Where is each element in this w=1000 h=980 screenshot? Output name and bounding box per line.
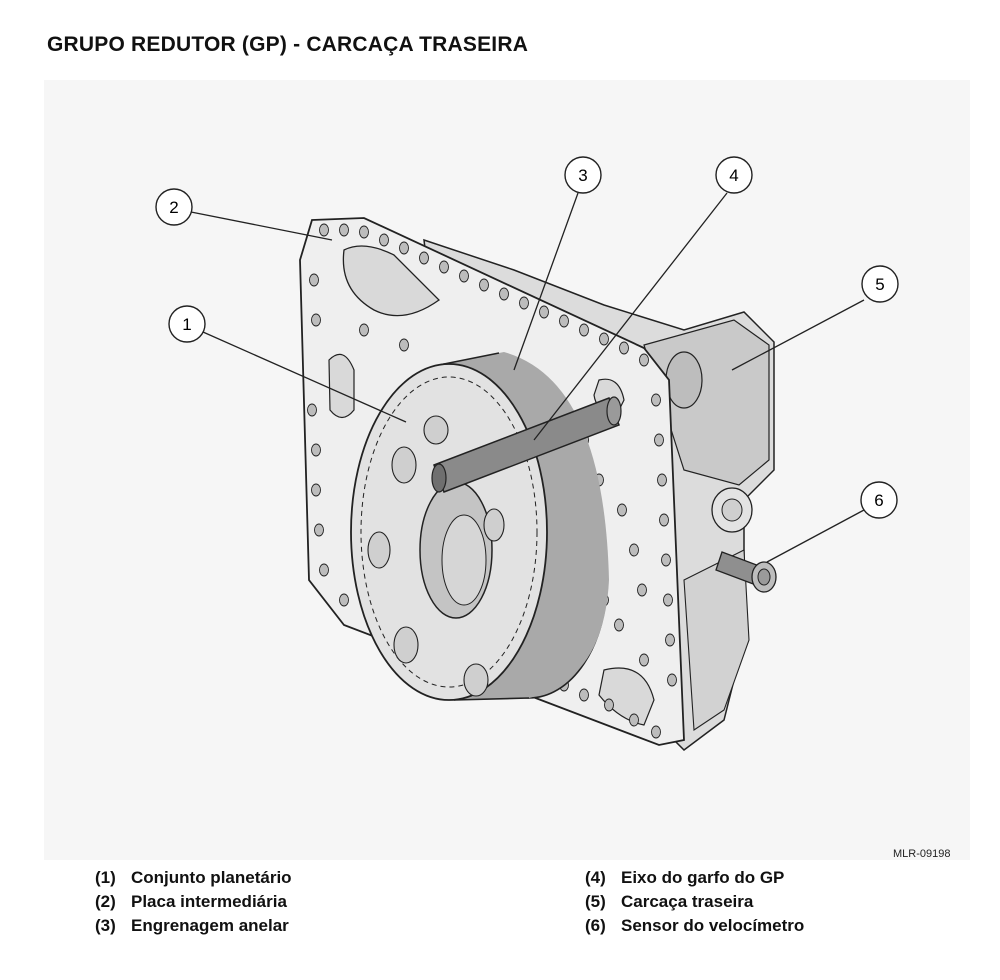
bolt-hole (419, 251, 429, 265)
bolt-hole (667, 673, 677, 687)
bolt-hole (617, 503, 627, 517)
bolt-hole (665, 633, 675, 647)
bolt-hole (579, 688, 589, 702)
bolt-hole (379, 233, 389, 247)
bolt-hole (614, 618, 624, 632)
callout-4-number: 4 (729, 166, 738, 185)
legend-label: Sensor do velocímetro (621, 916, 805, 935)
callout-4: 4 (715, 156, 753, 194)
leader-line-5 (731, 299, 865, 371)
bolt-hole (479, 278, 489, 292)
fork-shaft (431, 396, 622, 493)
bolt-hole (319, 223, 329, 237)
legend-item-4: (4) Eixo do garfo do GP (585, 866, 804, 890)
bolt-hole (629, 543, 639, 557)
callout-3-number: 3 (578, 166, 587, 185)
bolt-hole (599, 332, 609, 346)
legend-item-5: (5) Carcaça traseira (585, 890, 804, 914)
legend-item-3: (3) Engrenagem anelar (95, 914, 292, 938)
callout-3: 3 (564, 156, 602, 194)
bolt-hole (637, 583, 647, 597)
bolt-hole (657, 473, 667, 487)
illustration-svg: 1 2 3 4 5 6 (44, 80, 970, 860)
callout-2: 2 (155, 188, 193, 226)
bolt-hole (399, 241, 409, 255)
exploded-view-illustration: 1 2 3 4 5 6 (44, 80, 970, 860)
bolt-hole (559, 314, 569, 328)
bolt-hole (651, 393, 661, 407)
callout-2-number: 2 (169, 198, 178, 217)
bolt-hole (359, 323, 369, 337)
bolt-hole (311, 483, 321, 497)
leader-line-6 (766, 509, 865, 563)
bolt-hole (439, 260, 449, 274)
legend-column-left: (1) Conjunto planetário (2) Placa interm… (95, 866, 292, 938)
bolt-hole (459, 269, 469, 283)
callout-1-number: 1 (182, 315, 191, 334)
bolt-hole (629, 713, 639, 727)
leader-lines (190, 192, 865, 563)
leader-line-2 (190, 211, 333, 241)
legend-label: Eixo do garfo do GP (621, 868, 785, 887)
bolt-hole (314, 523, 324, 537)
callout-5-number: 5 (875, 275, 884, 294)
legend-label: Engrenagem anelar (131, 916, 289, 935)
bolt-hole (639, 353, 649, 367)
bolt-hole (579, 323, 589, 337)
legend-label: Carcaça traseira (621, 892, 754, 911)
bolt-hole (619, 341, 629, 355)
leader-line-3 (513, 192, 579, 371)
legend-number: (3) (95, 916, 116, 935)
bolt-hole (319, 563, 329, 577)
bolt-hole (654, 433, 664, 447)
callout-5: 5 (861, 265, 899, 303)
legend-number: (5) (585, 892, 606, 911)
bolt-hole (604, 698, 614, 712)
legend-item-1: (1) Conjunto planetário (95, 866, 292, 890)
bolt-hole (307, 403, 317, 417)
callout-1: 1 (168, 305, 206, 343)
bolt-hole (399, 338, 409, 352)
bolt-hole (539, 305, 549, 319)
legend-item-2: (2) Placa intermediária (95, 890, 292, 914)
speed-sensor (715, 551, 777, 593)
bolt-hole (309, 273, 319, 287)
bolt-hole (311, 443, 321, 457)
figure-reference-code: MLR-09198 (893, 848, 951, 860)
bolt-hole (311, 313, 321, 327)
plate-bolt-holes (307, 223, 677, 739)
legend-label: Placa intermediária (131, 892, 287, 911)
legend-number: (2) (95, 892, 116, 911)
legend-number: (1) (95, 868, 116, 887)
leader-line-4 (533, 192, 728, 441)
legend-column-right: (4) Eixo do garfo do GP (5) Carcaça tras… (585, 866, 804, 938)
bolt-hole (659, 513, 669, 527)
legend-number: (4) (585, 868, 606, 887)
legend-number: (6) (585, 916, 606, 935)
planetary-assembly (350, 363, 548, 701)
leader-line-1 (202, 331, 407, 423)
callout-6: 6 (860, 481, 898, 519)
bolt-hole (661, 553, 671, 567)
callout-6-number: 6 (874, 491, 883, 510)
legend-item-6: (6) Sensor do velocímetro (585, 914, 804, 938)
legend-label: Conjunto planetário (131, 868, 292, 887)
bolt-hole (663, 593, 673, 607)
bolt-hole (339, 593, 349, 607)
bolt-hole (499, 287, 509, 301)
bolt-hole (339, 223, 349, 237)
bolt-hole (651, 725, 661, 739)
bolt-hole (519, 296, 529, 310)
diagram-title: GRUPO REDUTOR (GP) - CARCAÇA TRASEIRA (47, 33, 529, 56)
bolt-hole (359, 225, 369, 239)
bolt-hole (639, 653, 649, 667)
